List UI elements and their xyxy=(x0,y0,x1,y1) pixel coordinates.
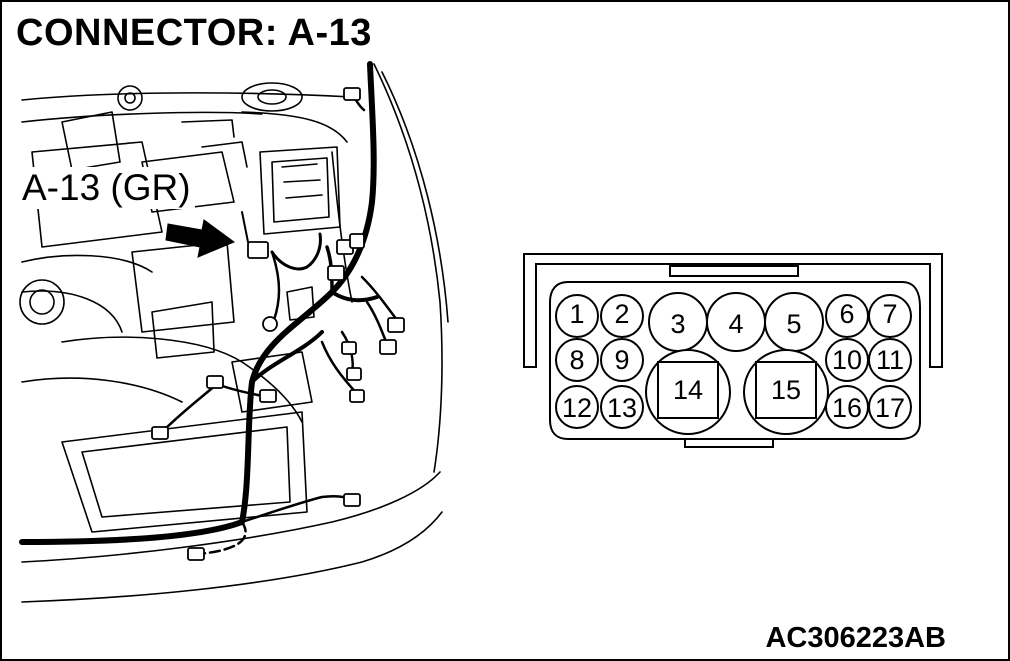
main-harness-wire xyxy=(19,61,377,545)
pin-label-6: 6 xyxy=(839,299,854,329)
connector-callout-label: A-13 (GR) xyxy=(18,167,195,209)
pin-label-12: 12 xyxy=(562,393,592,423)
pin-label-10: 10 xyxy=(832,345,862,375)
pin-label-15: 15 xyxy=(771,375,801,405)
pin-17-circle xyxy=(868,385,912,429)
pin-8-circle xyxy=(555,338,599,382)
pin-label-3: 3 xyxy=(670,309,685,339)
pin-13-circle xyxy=(600,385,644,429)
pin-2-circle xyxy=(600,294,644,338)
connector-outer-shell xyxy=(523,253,943,368)
pin-label-17: 17 xyxy=(875,393,905,423)
pin-7-circle xyxy=(868,294,912,338)
pin-label-11: 11 xyxy=(876,345,904,375)
pin-label-9: 9 xyxy=(614,345,629,375)
pin-12-circle xyxy=(555,385,599,429)
connector-face xyxy=(523,253,943,448)
pin-14-socket xyxy=(657,361,719,419)
pin-label-13: 13 xyxy=(607,393,637,423)
pin-11-circle xyxy=(868,338,912,382)
pin-label-1: 1 xyxy=(569,299,584,329)
pin-label-16: 16 xyxy=(832,393,862,423)
pin-label-7: 7 xyxy=(882,299,897,329)
pin-label-14: 14 xyxy=(673,375,703,405)
pin-label-8: 8 xyxy=(569,345,584,375)
fender-edge-line xyxy=(373,63,443,473)
callout-arrow xyxy=(165,219,236,258)
pin-label-2: 2 xyxy=(614,299,629,329)
hood-edge-line xyxy=(21,92,353,101)
pin-label-5: 5 xyxy=(786,309,801,339)
connector-a13-plug xyxy=(247,241,269,259)
pin-1-circle xyxy=(555,294,599,338)
connector-latch xyxy=(669,265,799,277)
connector-body xyxy=(549,281,921,440)
headlamp-outline xyxy=(61,411,308,533)
small-relay-outline xyxy=(286,286,315,321)
pin-15-socket xyxy=(755,361,817,419)
reference-code: AC306223AB xyxy=(765,622,946,654)
pin-label-4: 4 xyxy=(728,309,743,339)
pin-9-circle xyxy=(600,338,644,382)
diagram-title: CONNECTOR: A-13 xyxy=(16,12,372,54)
